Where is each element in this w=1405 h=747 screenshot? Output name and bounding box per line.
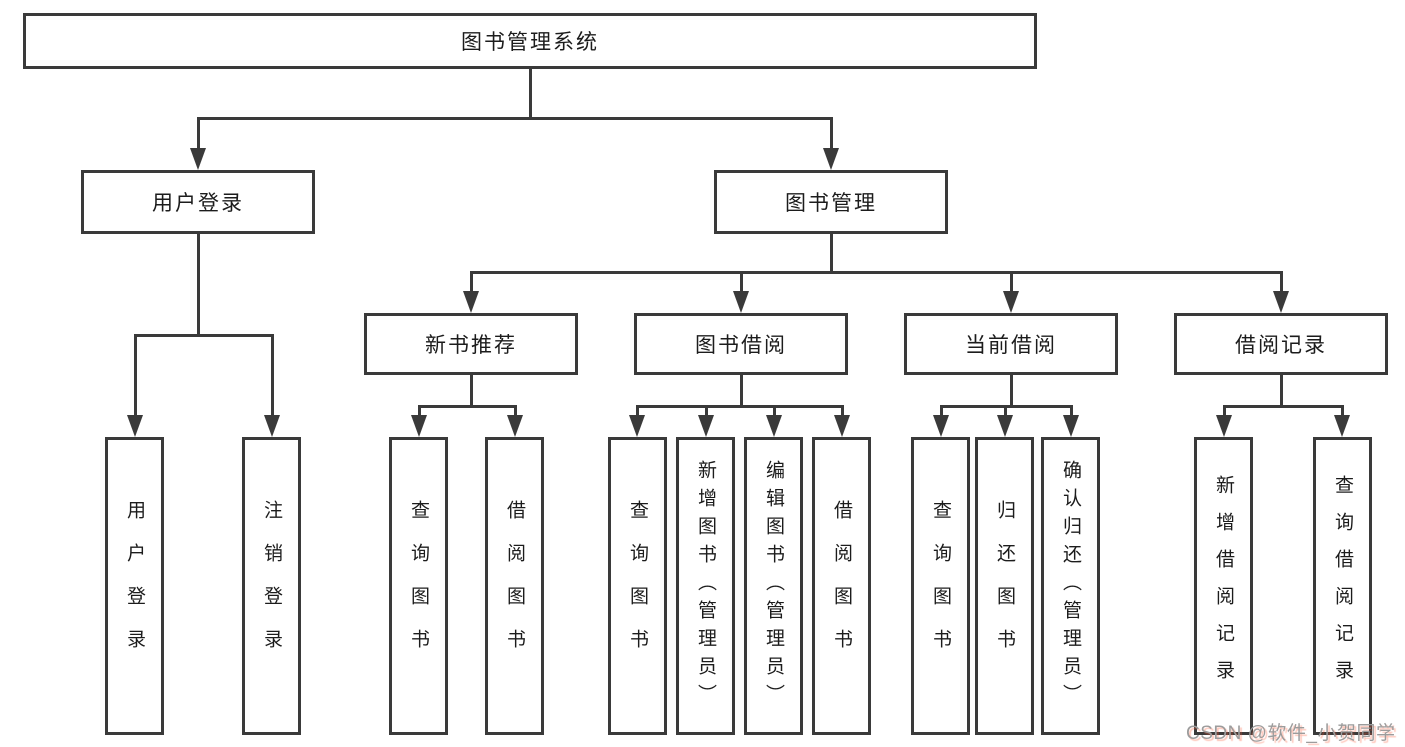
csdn-watermark: CSDN @软件_小贺同学: [1186, 723, 1396, 744]
leaf-query-books-current: 查询图书: [911, 437, 970, 735]
connector-line: [513, 405, 517, 417]
arrowhead-down-icon: [733, 291, 749, 313]
leaf-confirm-return-admin: 确认归还（管理员）: [1041, 437, 1100, 735]
node-book-management: 图书管理: [714, 170, 948, 234]
arrowhead-down-icon: [411, 415, 427, 437]
connector-line: [635, 405, 639, 417]
connector-line: [704, 405, 708, 417]
connector-line: [840, 405, 844, 417]
connector-line: [469, 271, 473, 293]
arrowhead-down-icon: [698, 415, 714, 437]
leaf-borrow-books-borrowing: 借阅图书: [812, 437, 871, 735]
node-user-login: 用户登录: [81, 170, 315, 234]
node-current-borrowing: 当前借阅: [904, 313, 1118, 375]
leaf-add-books-admin: 新增图书（管理员）: [676, 437, 735, 735]
connector-line: [1279, 375, 1283, 407]
connector-line: [417, 405, 421, 417]
connector-line: [829, 117, 833, 150]
connector-line: [196, 117, 200, 150]
connector-line: [635, 405, 844, 408]
leaf-borrow-books-recommend: 借阅图书: [485, 437, 544, 735]
leaf-edit-books-admin: 编辑图书（管理员）: [744, 437, 803, 735]
arrowhead-down-icon: [629, 415, 645, 437]
node-library-management-system: 图书管理系统: [23, 13, 1037, 69]
connector-line: [772, 405, 776, 417]
arrowhead-down-icon: [933, 415, 949, 437]
arrowhead-down-icon: [1216, 415, 1232, 437]
arrowhead-down-icon: [1003, 291, 1019, 313]
connector-line: [1009, 375, 1013, 407]
leaf-add-borrow-record: 新增借阅记录: [1194, 437, 1253, 735]
connector-line: [1069, 405, 1073, 417]
arrowhead-down-icon: [834, 415, 850, 437]
arrowhead-down-icon: [190, 148, 206, 170]
leaf-logout: 注销登录: [242, 437, 301, 735]
arrowhead-down-icon: [507, 415, 523, 437]
connector-line: [1003, 405, 1007, 417]
connector-line: [739, 271, 743, 293]
node-book-borrowing: 图书借阅: [634, 313, 848, 375]
node-new-book-recommendation: 新书推荐: [364, 313, 578, 375]
arrowhead-down-icon: [766, 415, 782, 437]
connector-line: [133, 334, 274, 337]
connector-line: [1222, 405, 1226, 417]
leaf-return-books: 归还图书: [975, 437, 1034, 735]
connector-line: [829, 234, 833, 273]
arrowhead-down-icon: [997, 415, 1013, 437]
connector-line: [270, 334, 274, 417]
leaf-query-books-recommend: 查询图书: [389, 437, 448, 735]
node-borrowing-records: 借阅记录: [1174, 313, 1388, 375]
connector-line: [939, 405, 943, 417]
connector-line: [1279, 271, 1283, 293]
connector-line: [133, 334, 137, 417]
arrowhead-down-icon: [1334, 415, 1350, 437]
connector-line: [469, 375, 473, 407]
arrowhead-down-icon: [1063, 415, 1079, 437]
connector-line: [739, 375, 743, 407]
arrowhead-down-icon: [127, 415, 143, 437]
connector-line: [1009, 271, 1013, 293]
leaf-query-books-borrowing: 查询图书: [608, 437, 667, 735]
connector-line: [1222, 405, 1344, 408]
arrowhead-down-icon: [463, 291, 479, 313]
leaf-user-login: 用户登录: [105, 437, 164, 735]
arrowhead-down-icon: [1273, 291, 1289, 313]
arrowhead-down-icon: [823, 148, 839, 170]
leaf-query-borrow-record: 查询借阅记录: [1313, 437, 1372, 735]
connector-line: [1340, 405, 1344, 417]
connector-line: [417, 405, 517, 408]
connector-line: [469, 271, 1283, 274]
connector-line: [528, 68, 532, 119]
connector-line: [196, 234, 200, 336]
connector-line: [196, 117, 833, 120]
arrowhead-down-icon: [264, 415, 280, 437]
